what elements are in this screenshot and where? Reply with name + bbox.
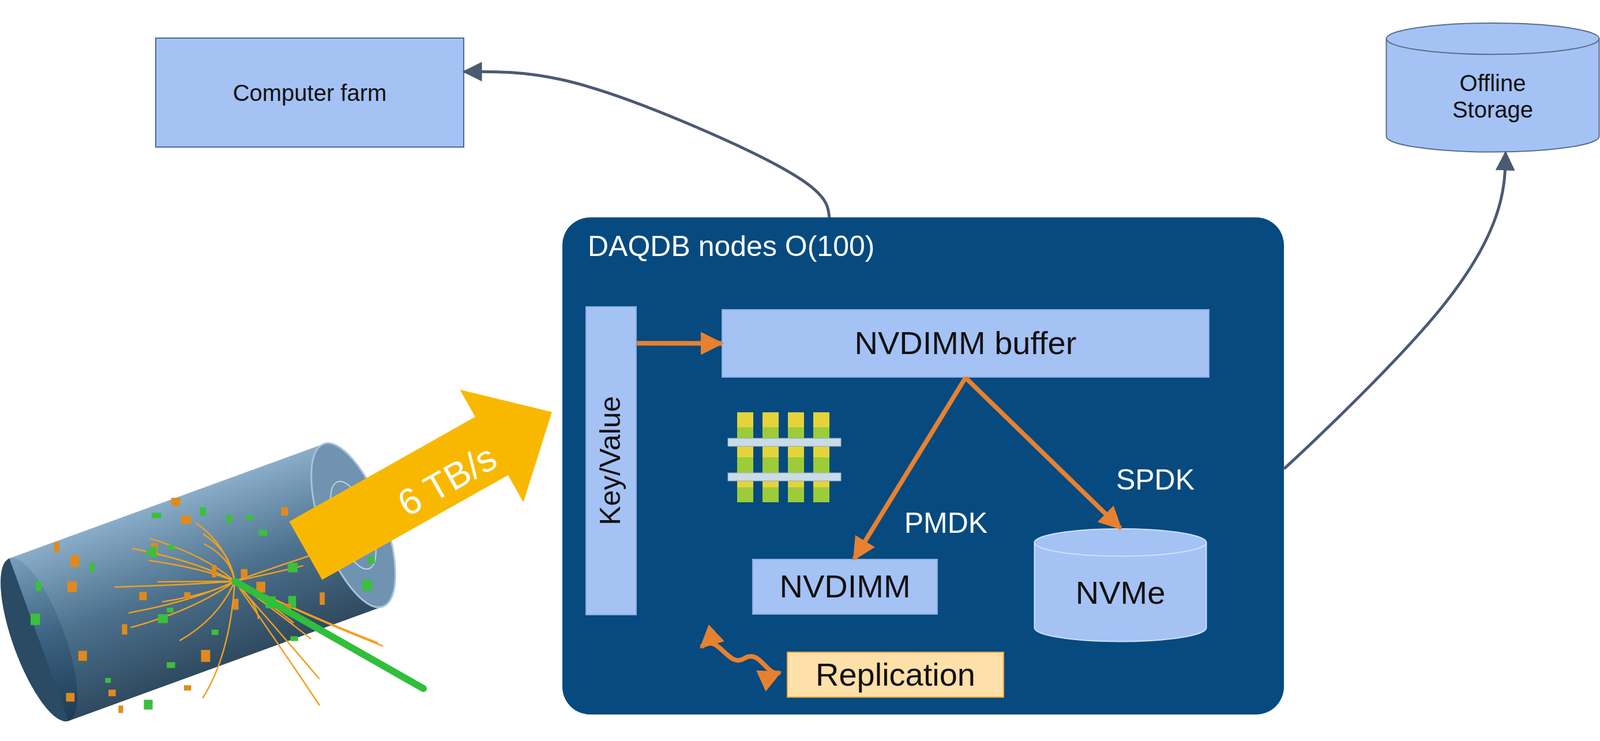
- nvme-cylinder: NVMe: [1033, 528, 1208, 643]
- energy-deposit: [246, 515, 254, 521]
- connector-arrow: [1283, 152, 1506, 469]
- node-label: Key/Value: [594, 396, 629, 526]
- memory-pillar-segment: [787, 487, 805, 503]
- memory-pillar-segment: [737, 487, 754, 503]
- energy-deposit: [180, 515, 191, 524]
- energy-deposit: [146, 550, 153, 556]
- energy-deposit: [319, 592, 325, 606]
- energy-deposit: [35, 581, 42, 592]
- memory-pillar-segment: [762, 412, 779, 428]
- memory-pillar-segment: [737, 457, 754, 473]
- particle-track: [157, 580, 235, 583]
- memory-pillar-segment: [813, 412, 830, 428]
- energy-deposit: [171, 497, 181, 506]
- particle-track: [234, 581, 320, 706]
- interface-label: SPDK: [1111, 462, 1200, 498]
- interface-label: PMDK: [899, 505, 993, 542]
- computer-farm-box: Computer farm: [155, 37, 465, 148]
- cylinder-top: [1034, 528, 1207, 557]
- memory-pillar-segment: [787, 457, 805, 473]
- memory-pillar-segment: [762, 487, 779, 503]
- memory-pillar-segment: [787, 412, 805, 428]
- memory-layer-slab: [727, 438, 841, 447]
- memory-pillar-segment: [813, 487, 830, 503]
- key-value-box: Key/Value: [585, 306, 638, 616]
- replication-wave: [701, 643, 780, 674]
- energy-deposit: [139, 592, 147, 601]
- node-label: NVMe: [1075, 574, 1166, 612]
- particle-track: [179, 581, 235, 641]
- storage-cylinder: Offline Storage: [1385, 22, 1600, 153]
- connector-arrow: [464, 71, 830, 218]
- particle-track: [114, 581, 235, 588]
- energy-deposit: [30, 613, 40, 626]
- energy-deposit: [33, 613, 40, 622]
- cylinder-top: [1386, 23, 1600, 55]
- jet-line: [234, 581, 424, 689]
- particle-track: [132, 548, 235, 582]
- replication-box: Replication: [786, 651, 1005, 698]
- energy-deposit: [121, 624, 127, 635]
- particle-track: [130, 581, 235, 628]
- node-label: Offline Storage: [1429, 69, 1557, 123]
- node-label: NVDIMM: [779, 568, 911, 606]
- energy-deposit: [66, 693, 75, 702]
- memory-pillar-segment: [762, 457, 779, 473]
- energy-deposit: [367, 556, 375, 564]
- memory-pillar-segment: [737, 412, 754, 428]
- data-rate-arrow: [273, 355, 584, 608]
- particle-track: [162, 581, 235, 603]
- energy-deposit: [78, 651, 88, 661]
- data-rate-arrow-shape: [273, 355, 584, 608]
- energy-deposit: [287, 562, 298, 573]
- energy-deposit: [183, 685, 191, 691]
- node-label: Replication: [815, 656, 976, 694]
- buffer-box: NVDIMM buffer: [721, 309, 1210, 378]
- panel-title: DAQDB nodes O(100): [587, 230, 875, 264]
- energy-deposit: [118, 705, 123, 713]
- nvdimm-box: NVDIMM: [752, 558, 938, 615]
- energy-deposit: [211, 565, 217, 578]
- memory-chip-icon: [727, 412, 841, 503]
- energy-deposit: [241, 569, 248, 579]
- energy-deposit: [166, 662, 176, 668]
- energy-deposit: [183, 592, 191, 599]
- cylinder-body: [1386, 38, 1600, 152]
- connector-arrow: [636, 340, 722, 346]
- energy-deposit: [67, 581, 77, 592]
- energy-deposit: [233, 598, 239, 610]
- energy-deposit: [362, 579, 373, 591]
- energy-deposit: [211, 629, 219, 636]
- energy-deposit: [104, 678, 111, 684]
- memory-layer-slab: [727, 472, 841, 482]
- energy-deposit: [151, 512, 162, 518]
- particle-track: [234, 581, 320, 680]
- energy-deposit: [108, 689, 116, 697]
- energy-deposit: [226, 514, 232, 524]
- energy-deposit: [290, 636, 299, 641]
- node-label: NVDIMM buffer: [854, 324, 1077, 362]
- energy-deposit: [167, 545, 175, 550]
- memory-pillar-segment: [813, 457, 830, 473]
- energy-deposit: [281, 507, 289, 517]
- detector-barrel: [0, 433, 413, 730]
- particle-track: [148, 560, 235, 582]
- particle-track: [195, 522, 235, 582]
- energy-deposit: [258, 530, 268, 536]
- energy-deposit: [70, 555, 80, 567]
- energy-deposit: [201, 650, 211, 663]
- energy-deposit: [199, 507, 206, 517]
- energy-deposit: [53, 542, 59, 553]
- energy-deposit: [89, 562, 95, 573]
- energy-deposit: [158, 614, 168, 623]
- node-label: Computer farm: [233, 79, 388, 107]
- energy-deposit: [166, 607, 174, 613]
- energy-deposit: [143, 700, 153, 711]
- cylinder-body: [1034, 542, 1207, 642]
